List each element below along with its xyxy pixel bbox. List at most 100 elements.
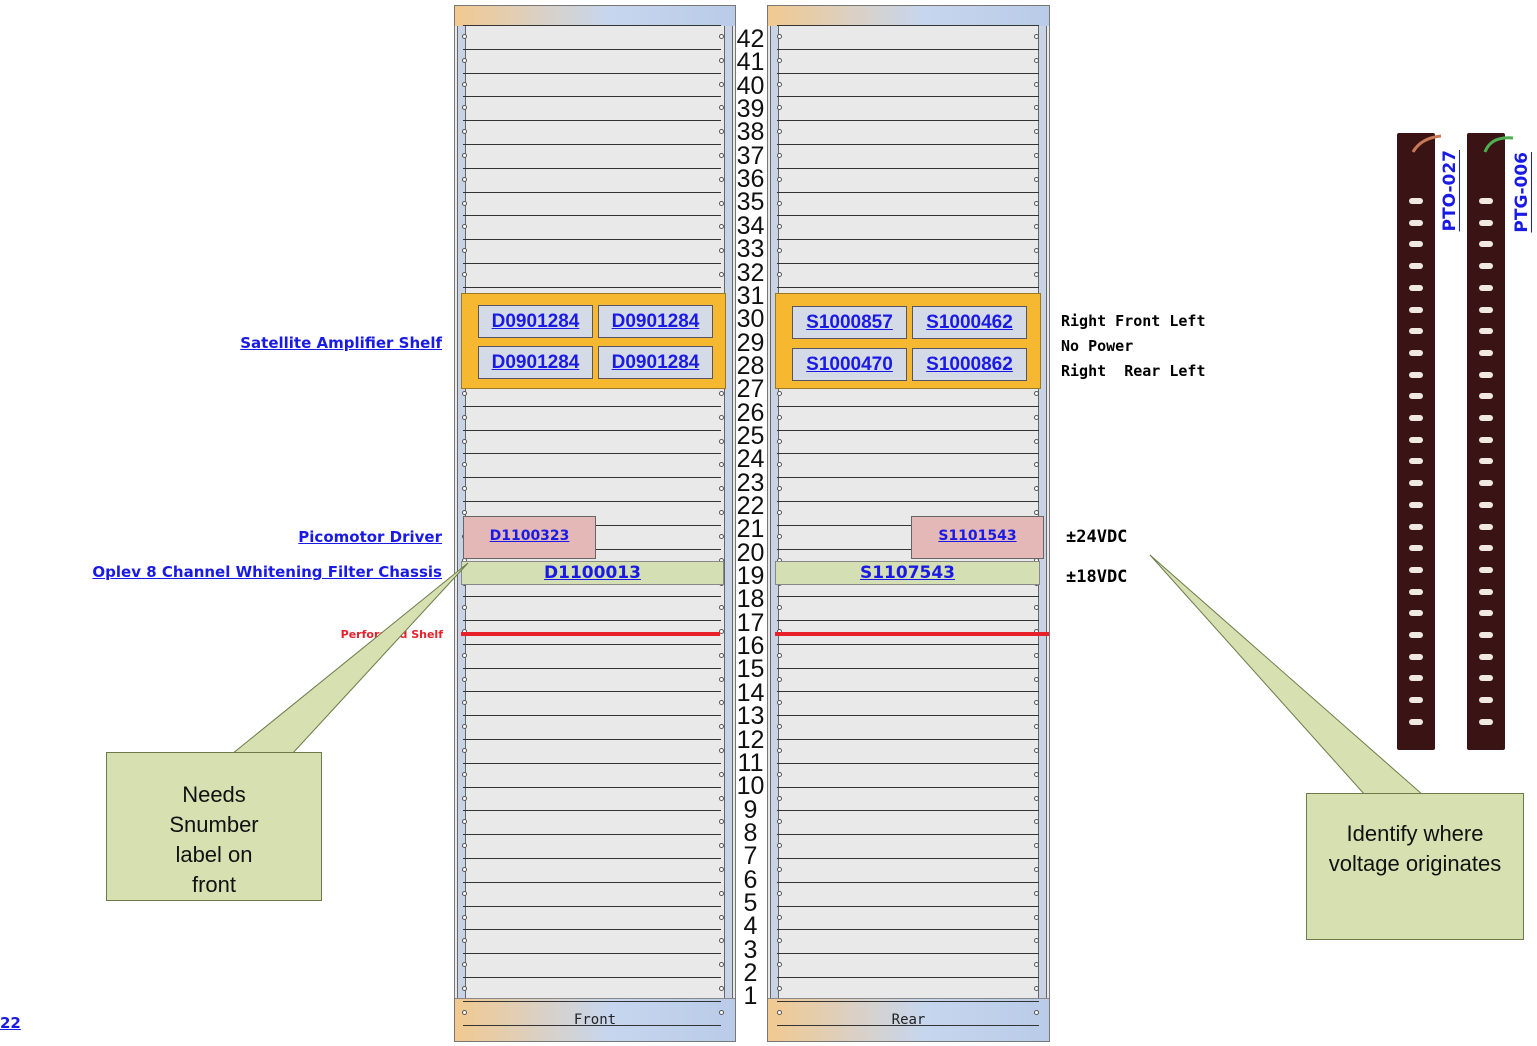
rack-unit-line [463,96,721,97]
power-outlet [1409,653,1423,660]
rear-perforated-shelf [775,632,1049,636]
rack-mount-hole [777,796,782,801]
front-sat-module[interactable]: D0901284 [478,305,593,338]
rack-unit-line [463,810,721,811]
rack-unit-number: 15 [736,655,765,683]
power-outlet [1409,328,1423,335]
rear-oplev-link[interactable]: S1107543 [859,563,956,583]
front-picomotor-chassis[interactable]: D1100323 [463,516,596,559]
page-number-link[interactable]: 22 [0,1014,21,1032]
rack-mount-hole [777,748,782,753]
front-picomotor-link[interactable]: D1100323 [489,528,570,544]
rack-unit-line [777,73,1039,74]
rack-mount-hole [719,605,724,610]
rear-sat-module[interactable]: S1000857 [792,306,907,339]
rear-sat-module[interactable]: S1000470 [792,348,907,381]
rack-mount-hole [719,415,724,420]
rack-unit-line [463,763,721,764]
front-sat-module-link[interactable]: D0901284 [491,311,580,332]
rack-unit-line [777,644,1039,645]
rack-mount-hole [1034,915,1039,920]
ptg-link[interactable]: PTG-006 [1512,152,1532,233]
rack-mount-hole [462,82,467,87]
picomotor-label[interactable]: Picomotor Driver [100,528,442,546]
rack-unit-number: 5 [743,889,758,917]
rear-sat-module-link[interactable]: S1000470 [806,354,893,375]
front-oplev-chassis[interactable]: D1100013 [461,561,724,585]
rack-mount-hole [719,986,724,991]
rack-unit-number: 35 [736,188,765,216]
front-sat-module-link[interactable]: D0901284 [611,352,700,373]
oplev-link[interactable]: Oplev 8 Channel Whitening Filter Chassis [92,563,442,581]
power-outlet [1409,566,1423,573]
front-oplev-link[interactable]: D1100013 [544,563,641,583]
rear-picomotor-link[interactable]: S1101543 [938,528,1017,544]
rack-unit-line [777,620,1039,621]
rack-mount-hole [719,629,724,634]
power-outlet [1479,653,1493,660]
power-outlet [1409,523,1423,530]
rear-sat-module-link[interactable]: S1000857 [806,312,893,333]
rack-unit-line [777,668,1039,669]
rack-mount-hole [719,153,724,158]
power-outlet [1479,632,1493,638]
rack-unit-number: 4 [743,912,758,940]
front-sat-module-link[interactable]: D0901284 [491,352,580,373]
rack-mount-hole [462,510,467,515]
rack-unit-line [777,1001,1039,1002]
rear-sat-module-link[interactable]: S1000462 [926,312,1013,333]
rack-unit-line [463,1001,721,1002]
rear-label: Rear [891,1012,926,1028]
rack-unit-line [463,739,721,740]
rack-unit-number: 14 [736,679,765,707]
power-strip-ptg-label[interactable]: PTG-006 [1512,152,1532,233]
power-outlet [1409,263,1423,270]
rack-unit-line [463,430,721,431]
front-sat-module-link[interactable]: D0901284 [611,311,700,332]
rear-picomotor-chassis[interactable]: S1101543 [911,516,1044,559]
rack-mount-hole [1034,938,1039,943]
rack-unit-number: 18 [736,585,765,613]
rear-rack-top [768,6,1049,26]
rack-mount-hole [719,129,724,134]
rack-mount-hole [777,677,782,682]
front-sat-module[interactable]: D0901284 [598,346,713,379]
power-strip-pto-label[interactable]: PTO-027 [1440,150,1460,231]
satellite-shelf-label[interactable]: Satellite Amplifier Shelf [100,334,442,352]
rack-mount-hole [719,34,724,39]
rack-unit-line [463,1025,721,1026]
oplev-label[interactable]: Oplev 8 Channel Whitening Filter Chassis [0,563,442,581]
power-cords [1411,134,1514,153]
rack-mount-hole [719,58,724,63]
rack-unit-line [777,858,1039,859]
rack-unit-number: 41 [736,48,765,76]
power-outlet [1479,284,1493,291]
rack-unit-number: 13 [736,702,765,730]
rack-unit-line [777,287,1039,288]
rack-unit-line [463,453,721,454]
power-outlet [1409,718,1423,725]
rear-oplev-chassis[interactable]: S1107543 [775,561,1040,585]
rack-mount-hole [777,58,782,63]
pto-link[interactable]: PTO-027 [1440,150,1460,232]
rack-unit-number: 1 [743,982,758,1010]
rack-unit-line [777,215,1039,216]
rear-sat-module-link[interactable]: S1000862 [926,354,1013,375]
rear-sat-module[interactable]: S1000862 [912,348,1027,381]
rack-unit-number: 3 [743,936,758,964]
rack-mount-hole [1034,962,1039,967]
rack-unit-line [777,596,1039,597]
power-outlet [1479,415,1493,421]
rack-mount-hole [777,201,782,206]
rack-unit-number: 33 [736,235,765,263]
rack-mount-hole [462,867,467,872]
rack-mount-hole [462,938,467,943]
front-sat-module[interactable]: D0901284 [598,305,713,338]
picomotor-link[interactable]: Picomotor Driver [298,528,442,546]
satellite-shelf-link[interactable]: Satellite Amplifier Shelf [240,334,442,352]
front-sat-module[interactable]: D0901284 [478,346,593,379]
rack-mount-hole [719,177,724,182]
rear-sat-module[interactable]: S1000462 [912,306,1027,339]
page-number[interactable]: 22 [0,1014,21,1032]
rack-unit-line [463,787,721,788]
